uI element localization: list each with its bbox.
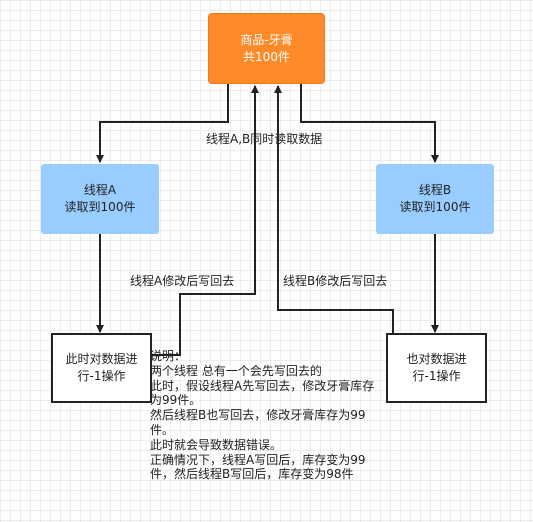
edge-product-to-thread-a bbox=[96, 84, 229, 163]
edge-product-to-thread-b bbox=[300, 84, 439, 163]
explanation-note: 说明： 两个线程 总有一个会先写回去的 此时，假设线程A先写回去，修改牙膏库存 … bbox=[150, 349, 400, 482]
note-line: 正确情况下，线程A写回后，库存变为99 bbox=[150, 452, 366, 467]
thread-a-node-title: 线程A bbox=[83, 183, 117, 197]
thread-a-node: 线程A 读取到100件 bbox=[41, 164, 159, 234]
note-line: 件。 bbox=[150, 422, 175, 437]
note-line: 然后线程B也写回去，修改牙膏库存为99 bbox=[150, 408, 366, 423]
note-line: 此时，假设线程A先写回去，修改牙膏库存 bbox=[150, 378, 375, 393]
op-b-node: 也对数据进行-1操作 bbox=[386, 333, 487, 403]
edge-op-b-write-back bbox=[274, 85, 394, 333]
edge-label-b-write-back: 线程B修改后写回去 bbox=[283, 274, 388, 288]
note-line: 为99件。 bbox=[150, 393, 202, 408]
thread-b-node-detail: 读取到100件 bbox=[399, 200, 471, 214]
op-b-node-line2: 行-1操作 bbox=[412, 369, 461, 383]
thread-b-node-title: 线程B bbox=[418, 183, 452, 197]
op-b-node-line1: 也对数据进 bbox=[406, 352, 467, 366]
thread-a-node-detail: 读取到100件 bbox=[64, 200, 136, 214]
thread-b-node: 线程B 读取到100件 bbox=[376, 164, 494, 234]
product-node: 商品-牙膏共100件 bbox=[208, 13, 325, 84]
note-line: 件，然后线程B写回后，库存变为98件 bbox=[150, 467, 354, 482]
op-a-node-line1: 此时对数据进 bbox=[65, 352, 138, 366]
edge-op-a-write-back bbox=[152, 85, 259, 356]
product-node-count: 共100件 bbox=[243, 49, 290, 64]
note-line: 说明： bbox=[150, 349, 187, 363]
op-a-node-line2: 行-1操作 bbox=[77, 369, 126, 383]
product-node-title: 商品-牙膏 bbox=[240, 32, 293, 47]
note-line: 两个线程 总有一个会先写回去的 bbox=[150, 363, 322, 378]
edge-label-a-write-back: 线程A修改后写回去 bbox=[130, 274, 235, 288]
op-a-node: 此时对数据进行-1操作 bbox=[51, 333, 152, 403]
edge-label-simultaneous-read: 线程A,B同时读取数据 bbox=[206, 132, 323, 146]
note-line: 此时就会导致数据错误。 bbox=[150, 437, 283, 452]
